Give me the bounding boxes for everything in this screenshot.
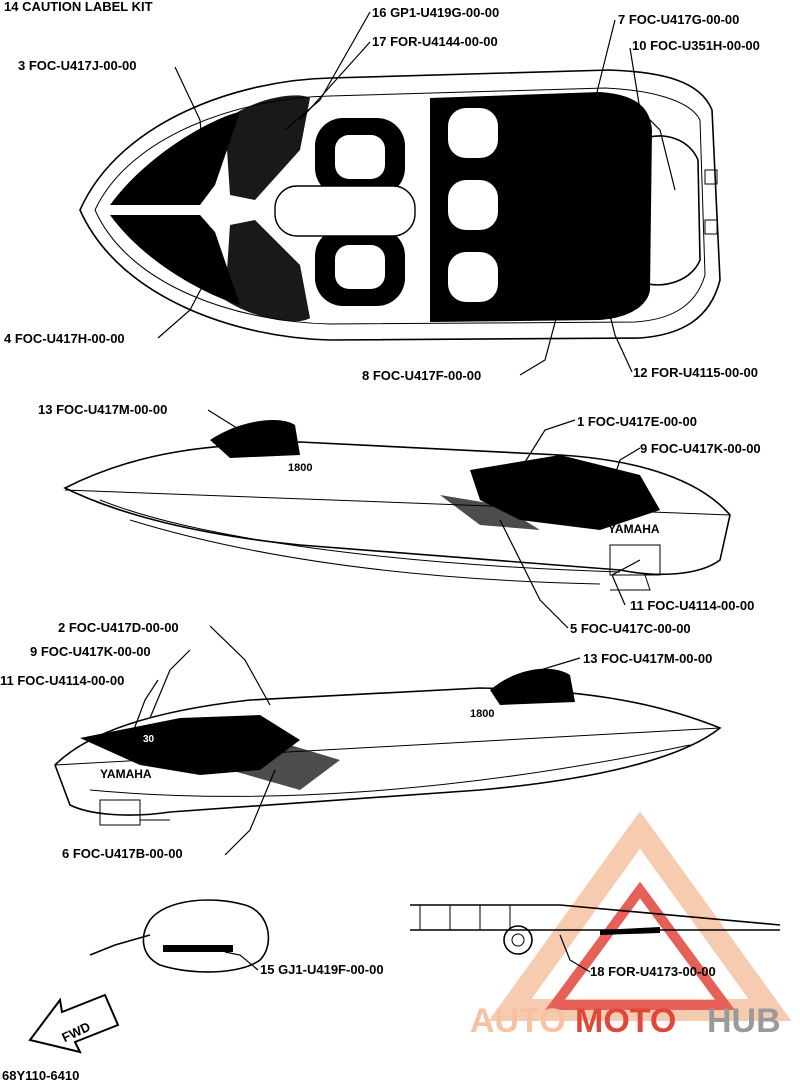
label-part-13-top: 13 FOC-U417M-00-00 [38,402,167,417]
label-part-16: 16 GP1-U419G-00-00 [372,5,499,20]
watermark-moto: MOTO [575,1002,676,1040]
label-part-13-bottom: 13 FOC-U417M-00-00 [583,651,712,666]
label-part-2: 2 FOC-U417D-00-00 [58,620,179,635]
label-part-12: 12 FOR-U4115-00-00 [633,365,758,380]
watermark-triangle-inner [545,881,735,1010]
hull-yamaha-text: YAMAHA [608,522,660,536]
label-part-6: 6 FOC-U417B-00-00 [62,846,183,861]
label-part-8: 8 FOC-U417F-00-00 [362,368,481,383]
boat-side-view-right: YAMAHA 1800 30 [63,420,731,591]
page-title: 14 CAUTION LABEL KIT [4,0,153,14]
trailer-part [410,904,781,955]
label-part-10: 10 FOC-U351H-00-00 [632,38,760,53]
watermark-logo [488,811,792,1021]
boat-side-view-left: YAMAHA 1800 30 [54,668,722,826]
mirror-part [89,899,270,973]
watermark-hub: HUB [707,1002,781,1040]
boat-top-view [79,69,721,341]
hull-badge-text-2: 30 [143,734,155,745]
diagram-code: 68Y110-6410 [2,1068,79,1083]
label-part-1: 1 FOC-U417E-00-00 [577,414,697,429]
label-part-3: 3 FOC-U417J-00-00 [18,58,137,73]
part-labels: 16 GP1-U419G-00-00 17 FOR-U4144-00-00 7 … [0,5,761,1083]
label-part-7: 7 FOC-U417G-00-00 [618,12,739,27]
label-part-15: 15 GJ1-U419F-00-00 [260,962,384,977]
hull-model-text-2: 1800 [470,708,494,720]
hull-model-text: 1800 [288,462,312,474]
label-part-11-bottom: 11 FOC-U4114-00-00 [0,673,124,688]
label-part-5: 5 FOC-U417C-00-00 [570,621,691,636]
leader-lines [129,11,676,973]
label-part-9-top: 9 FOC-U417K-00-00 [640,441,761,456]
label-part-11-top: 11 FOC-U4114-00-00 [630,598,754,613]
label-part-9-bottom: 9 FOC-U417K-00-00 [30,644,151,659]
hull-badge-text: 30 [600,488,612,500]
watermark-auto: AUTO [470,1002,566,1040]
watermark-text: AUTO MOTO HUB [470,1002,781,1040]
fwd-arrow-icon: FWD [28,993,120,1054]
label-part-17: 17 FOR-U4144-00-00 [372,34,498,49]
hull-yamaha-text-2: YAMAHA [100,767,152,781]
label-part-18: 18 FOR-U4173-00-00 [590,964,716,979]
label-part-4: 4 FOC-U417H-00-00 [4,331,125,346]
